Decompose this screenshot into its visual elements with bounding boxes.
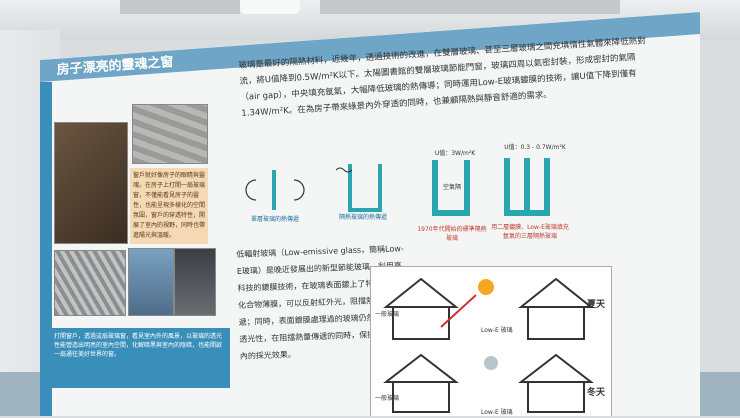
stone-wall-photo	[132, 104, 208, 164]
winter-label: 冬天	[586, 388, 605, 398]
window-note: 窗戶就好像房子的眼睛與靈魂。在房子上打開一扇玻璃窗，不僅能看見房子的靈性，也能呈…	[130, 168, 208, 244]
standard-glass-caption: 1970年代開始的標準隔熱玻璃	[417, 226, 487, 242]
panel-title: 房子漂亮的靈魂之窗	[56, 54, 175, 78]
door-photo	[174, 248, 216, 316]
lowe-glass-label-winter: Low-E 玻璃	[481, 409, 513, 416]
triple-glass	[504, 158, 550, 216]
stained-glass-photo	[128, 248, 174, 316]
single-glass-diagram	[245, 170, 305, 210]
ceiling-panel	[320, 0, 620, 14]
air-gap-label: 空氣隔	[442, 184, 461, 191]
ceiling-light	[240, 0, 300, 14]
glass-diagrams	[245, 158, 550, 216]
triple-glass-caption: 用二層鍍膜、Low-E玻璃填充氬氣的三層隔熱玻璃	[491, 224, 569, 240]
ceiling-panel	[120, 0, 240, 14]
normal-glass-label-winter: 一般玻璃	[375, 395, 400, 402]
standard-insulated-glass	[432, 160, 470, 216]
insulated-glass-diagram	[335, 164, 382, 212]
facade-photo	[54, 250, 126, 316]
window-photo	[54, 122, 128, 244]
triple-u-value: U值：0.3 - 0.7W/m²K	[504, 144, 566, 151]
standard-u-value: U值：3W/m²K	[434, 150, 476, 157]
single-glass-caption: 單層玻璃的熱傳遞	[250, 216, 299, 223]
season-comparison: 夏天 冬天 一般玻璃 Low-E 玻璃 一般玻璃 Low-E 玻璃	[370, 266, 612, 416]
exhibit-panel: 房子漂亮的靈魂之窗 玻璃是最好的隔熱材料，近幾年，透過技術的改進，在雙層玻璃、甚…	[40, 12, 700, 416]
window-blue-note: 打開窗戶，透過這扇玻璃窗，看見室內外的風景，以玻璃的透光性能營造出明亮的室內空間…	[50, 328, 230, 388]
house-illustrations	[383, 277, 594, 413]
insulated-glass-caption: 隔熱玻璃的熱傳遞	[338, 214, 387, 221]
normal-glass-label: 一般玻璃	[375, 311, 400, 318]
lowe-glass-label: Low-E 玻璃	[481, 327, 513, 334]
side-stripe	[40, 82, 52, 416]
summer-label: 夏天	[586, 300, 605, 310]
